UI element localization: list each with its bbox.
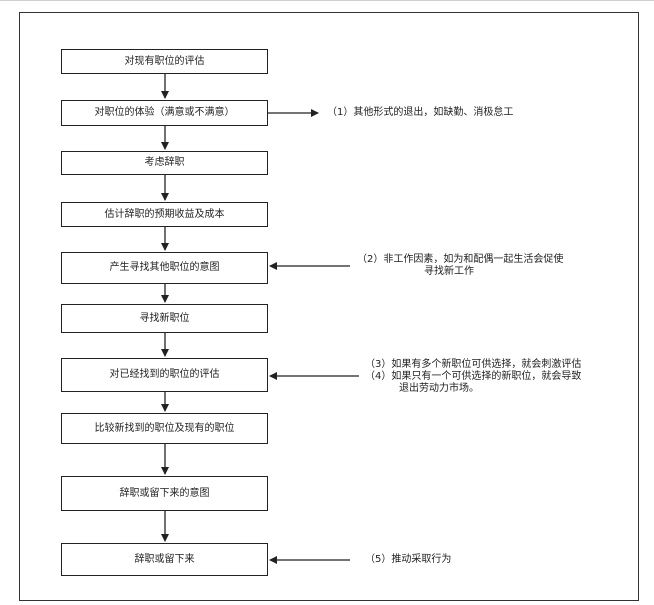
step-quit-or-stay: 辞职或留下来 (61, 543, 268, 576)
step-consider-quitting: 考虑辞职 (61, 151, 268, 175)
note-2-line-2: 寻找新工作 (424, 266, 474, 277)
note-3-4: （3）如果有多个新职位可供选择，就会刺激评估 （4）如果只有一个可供选择的新职位… (365, 359, 581, 395)
step-compare-jobs: 比较新找到的职位及现有的职位 (61, 413, 268, 444)
step-estimate-costs-benefits: 估计辞职的预期收益及成本 (61, 202, 268, 227)
step-intent-quit-or-stay: 辞职或留下来的意图 (61, 476, 268, 511)
note-1: （1）其他形式的退出，如缺勤、消极怠工 (327, 107, 514, 118)
step-search-new-job: 寻找新职位 (61, 304, 268, 333)
window-top-edge (0, 0, 654, 7)
note-3: （3）如果有多个新职位可供选择，就会刺激评估 (365, 359, 582, 370)
note-2-line-1: （2）非工作因素，如为和配偶一起生活会促使 (357, 254, 564, 265)
note-4-line-1: （4）如果只有一个可供选择的新职位，就会导致 (365, 371, 582, 382)
step-intent-to-search: 产生寻找其他职位的意图 (61, 252, 268, 284)
diagram-frame (19, 12, 639, 601)
note-5: （5）推动采取行为 (365, 554, 452, 565)
step-evaluate-current-job: 对现有职位的评估 (61, 49, 268, 74)
step-evaluate-found-job: 对已经找到的职位的评估 (61, 358, 268, 392)
step-job-experience: 对职位的体验（满意或不满意） (61, 100, 268, 126)
note-4-line-2: 退出劳动力市场。 (399, 383, 479, 394)
note-2: （2）非工作因素，如为和配偶一起生活会促使 寻找新工作 (357, 254, 563, 278)
